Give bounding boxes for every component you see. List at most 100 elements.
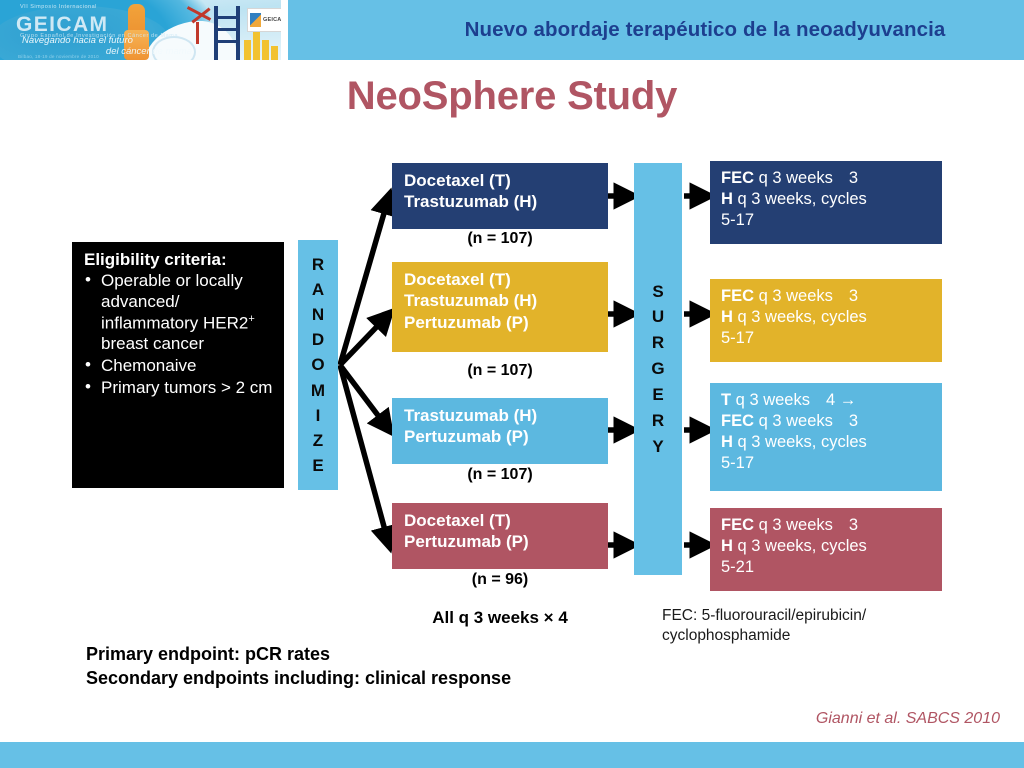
regimen-drug-name: T [721,391,732,409]
regimen-line: H q 3 weeks, cycles [721,189,942,210]
logo-bridge-icon-right [236,6,240,60]
treatment-arm-box: Docetaxel (T) Trastuzumab (H) Pertuzumab… [392,262,608,352]
logo-tagline-line2: del cáncer de mama [105,45,192,57]
logo-tagline-line1: Navegando hacia el futuro [22,35,133,46]
regimen-schedule: q 3 weeks, cycles [732,307,867,326]
logo-symposium-line: VII Simposio Internacional [20,4,97,10]
list-item: Operable or locally advanced/ inflammato… [84,270,274,355]
logo-building-icon-3 [262,40,269,60]
arm-sample-size: (n = 107) [467,466,533,483]
regimen-drug-name: FEC [721,411,754,430]
logo-bridge-beam-1 [214,16,240,19]
list-item: Chemonaive [84,355,274,377]
arm-line: Pertuzumab (P) [404,532,529,552]
logo-building-icon-1 [244,40,251,60]
regimen-schedule: 5-21 [721,557,755,576]
primary-endpoint: Primary endpoint: pCR rates [86,644,331,664]
logo-sculpture-icon-c [196,22,199,44]
regimen-line: 5-17 [721,453,942,474]
randomize-letter: D [311,330,325,350]
regimen-schedule: 5-17 [721,328,755,347]
regimen-cycle-count: 3 [848,287,859,305]
regimen-schedule: q 3 weeks [754,516,833,534]
randomize-letter: R [311,254,325,274]
randomize-letter: E [312,456,324,476]
surgery-letter: R [651,410,665,430]
regimen-schedule: 5-17 [721,210,755,229]
arm-line: Docetaxel (T) [404,270,511,289]
regimen-schedule: q 3 weeks, cycles [732,432,867,451]
footer-band [0,742,1024,768]
randomize-letter: Z [312,430,324,450]
regimen-drug-name: H [721,432,733,451]
logo-tagline: Navegando hacia el futuro del cáncer de … [22,35,192,58]
arm-sample-size: (n = 107) [467,362,533,379]
randomize-letter: O [311,355,325,375]
fec-legend-line2: cyclophosphamide [662,627,791,645]
logo-building-icon-2 [253,32,260,60]
regimen-line: FEC q 3 weeks 3 [721,411,942,432]
eligibility-item-1-post: breast cancer [101,334,204,354]
treatment-arm-box: Trastuzumab (H) Pertuzumab (P) [392,398,608,464]
fec-legend: FEC: 5-fluorouracil/epirubicin/ cyclopho… [662,606,962,647]
header-title: Nuevo abordaje terapéutico de la neoadyu… [464,18,946,41]
treatment-arm-box: Docetaxel (T) Trastuzumab (H) [392,163,608,229]
regimen-line: 5-17 [721,210,942,231]
logo-circle-shape [152,36,196,60]
page-title: NeoSphere Study [346,74,678,118]
arm-line: Trastuzumab (H) [404,192,538,212]
badge-mark-icon [250,13,261,27]
regimen-drug-name: FEC [721,169,754,187]
regimen-schedule: q 3 weeks [754,411,833,430]
surgery-letter: S [652,281,664,301]
regimen-cycle-count: 3 [848,169,859,187]
regimen-line: FEC q 3 weeks 3 [721,286,942,307]
arm-line: Pertuzumab (P) [404,312,529,332]
logo-group-line: Grupo Español de Investigación en Cáncer… [20,33,179,39]
list-item: Primary tumors > 2 cm [84,377,274,399]
surgery-letter: U [651,307,665,327]
surgery-letter: R [651,333,665,353]
logo-footer-line: Bilbao, 18-19 de noviembre de 2010 [18,54,99,59]
regimen-line: H q 3 weeks, cycles [721,307,942,328]
regimen-schedule: 5-17 [721,453,755,472]
regimen-drug-name: H [721,536,733,555]
logo-bridge-beam-2 [214,28,240,31]
logo-bridge-icon-left [214,6,218,60]
regimen-schedule: q 3 weeks [754,287,833,305]
logo-edge-bar [288,0,302,60]
citation: Gianni et al. SABCS 2010 [815,710,1000,727]
fec-legend-line1: FEC: 5-fluorouracil/epirubicin/ [662,607,867,624]
eligibility-item-1-pre: Operable or locally advanced/ inflammato… [101,271,249,333]
surgery-letter: E [652,384,664,404]
regimen-drug-name: FEC [721,287,754,305]
randomize-bar: R A N D O M I Z E [298,240,338,490]
randomize-letter: M [310,380,326,400]
randomize-letter: N [311,305,325,325]
treatment-arm-box: Docetaxel (T) Pertuzumab (P) [392,503,608,569]
regimen-cycle-count: 4 → [825,391,857,409]
regimen-line: 5-21 [721,557,942,578]
logo-bridge-beam-3 [214,40,240,43]
regimen-line: H q 3 weeks, cycles [721,536,942,557]
regimen-schedule: q 3 weeks [754,169,833,187]
regimen-schedule: q 3 weeks [731,391,810,409]
regimen-line: T q 3 weeks 4 → [721,390,942,411]
regimen-drug-name: H [721,307,733,326]
badge-label: GEICAM [263,17,287,23]
arm-line: Trastuzumab (H) [404,291,538,311]
regimen-schedule: q 3 weeks, cycles [732,536,867,555]
secondary-endpoint: Secondary endpoints including: clinical … [86,668,512,689]
eligibility-heading: Eligibility criteria: [84,250,227,269]
randomize-letter: I [315,405,321,425]
surgery-letter: Y [652,436,664,456]
arm-line: Pertuzumab (P) [404,427,529,447]
surgery-bar: S U R G E R Y [634,163,682,575]
regimen-line: H q 3 weeks, cycles [721,432,942,453]
regimen-line: 5-17 [721,328,942,349]
regimen-cycle-count: 3 [848,411,859,430]
logo-edge-gap [281,0,289,60]
